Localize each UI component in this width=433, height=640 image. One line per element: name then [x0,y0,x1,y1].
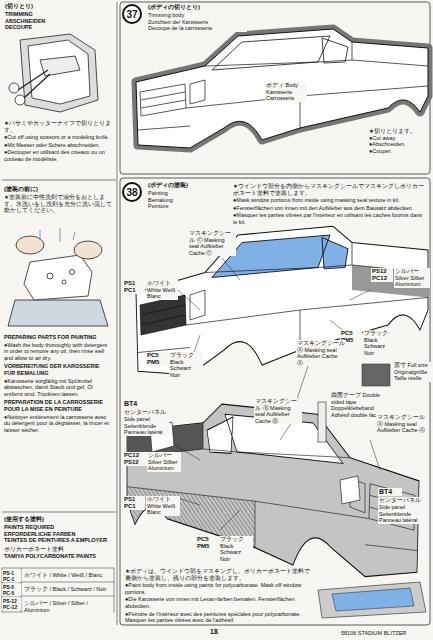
heading-text: PREPARATION DE LA CARROSSERIE POUR LA MI… [3,399,113,412]
section-heading: TRIMMING [4,11,104,18]
step-number: 37 [122,4,142,24]
heading-text: ERFORDERLICHE FARBEN [3,531,113,538]
note-text: ブラック Black Schwarz Noir [169,352,203,378]
heading-text: TEINTES DE PEINTURES A EMPLOYER [3,537,113,544]
note-text: Bemalung [147,197,227,204]
heading-text: VORBEREITUNG DER KAROSSERIE FÜR BEMALUNG [3,363,113,376]
note-text: ●Cut off using scissors or a modeling kn… [3,134,113,141]
note-text: ●Paint body from inside using paints for… [124,582,316,595]
note-text: マスキングシール Ⓑ Masking seal Aufkleber Cache … [254,398,302,424]
note-text: Decoupe de la carrosserie [147,25,247,32]
note-text: ブラック / Black / Schwarz / Noir [23,586,113,593]
paint-code: PC12 PS12 [123,452,147,466]
note-text: ★塗装前に中性洗剤で油分をおとします。水洗いをし洗剤を充分に洗い流して乾かしてく… [3,194,113,214]
note-text: ●Fensterflächen von innen mit den Aufkle… [232,205,426,212]
heading-text: (ボディの塗装) [147,182,227,189]
heading-text: TAMIYA POLYCARBONATE PAINTS [3,553,113,560]
heading-text: (使用する塗料) [3,516,113,523]
note-text: ●Wash the body thoroughly with detergent… [3,342,113,362]
paint-code: PS1 PC1 [123,280,145,294]
note-text: マスキングシール Ⓐ Masking seal Aufkleber Cache … [296,340,346,366]
step-number-text: 38 [126,187,137,198]
note-text: ★切りとります。 ●Cut away. ●Abschneiden. ●Coupe… [368,128,426,154]
paint-code: PS12 PC12 [371,268,393,282]
note-text: ボディ Body Karosserie Carrosserie [265,82,307,102]
step-number: 38 [122,182,142,202]
note-text: ●Nettoyer entièrement la carrosserie ave… [3,414,113,434]
paint-code: PS1 PC1 [123,496,145,510]
note-text: ホワイト White Weiß Blanc [146,496,180,516]
note-text: ●Peindre de l'intérieur avec des peintur… [124,611,316,624]
page-number: 18 [209,628,229,636]
section-heading: DECOUPE [4,24,104,31]
paint-code: PS-1 PC-1 [2,570,21,582]
note-text: マスキングシール Ⓒ Masking seal Aufkleber Cache … [188,230,236,256]
paint-code: PS-12 PC-12 [2,598,21,610]
kit-name: 58106 STADIUM BLITZER [340,630,430,637]
note-text: ホワイト White Weiß Blanc [146,280,178,300]
note-text: 原寸 Full size Originalgröße Taille réelle [393,362,431,382]
note-text: シルバー Silver Silber Aluminium [394,268,430,288]
note-text: ★ボディは、ウインドウ部をマスキングし、ポリカーボネート塗料で裏側から塗装し、残… [124,568,316,581]
note-text: ポリカーボネート塗料 [3,546,113,553]
heading-text: (塗装の前に) [3,186,113,193]
part-code: BT4 [378,488,402,496]
part-code: BT4 [123,400,147,408]
paint-code: PC5 PM5 [196,536,218,550]
note-text: ★ウインドウ部分を内側からマスキングシールでマスキングしポリカーボネート塗料で塗… [232,183,426,196]
note-text: Trimming body [147,12,247,19]
note-text: ブラック Black Schwarz Noir [219,536,253,562]
note-text: ホワイト / White / Weiß / Blanc [23,572,113,579]
heading-text: PAINTS REQUIRED [3,524,113,531]
note-text: ●Masquer les parties vitrées par l'intér… [232,212,426,225]
note-text: ★ハサミやカッターナイフで切りとります。 [3,120,113,133]
note-text: マスキングシール Ⓐ Masking seal Aufkleber Cache … [376,414,428,434]
paint-code: PC5 PM5 [146,352,168,366]
note-text: センターパネル Side panel Seitenblende Panneau … [123,409,169,435]
note-text: シルバー / Silver / Silber / Aluminium [23,600,113,613]
note-text: Painting [147,190,227,197]
note-text: ●Découper en utilisant des ciseaux ou un… [3,149,113,162]
heading-text: PREPARING PARTS FOR PAINTING [3,334,113,341]
note-text: ●Mask window portions from inside using … [232,197,426,204]
note-text: ●Karosserie sorgfältig mit Spülmittel ab… [3,378,113,398]
step-number-text: 37 [126,9,137,20]
heading-text: (ボディの切りとり) [147,4,247,11]
note-text: Zurichten der Karosserie [147,19,247,26]
paint-code: PS-5 PC-5 [2,584,21,596]
note-text: シルバー Silver Silber Aluminium [147,452,181,472]
note-text: ●Die Karosserie von innen mit Lexan-farb… [124,596,316,609]
note-text: Peinture [147,203,227,210]
section-heading: (切りとり) [4,3,74,10]
note-text: ●Mit Messer oder Schere abschneiden. [3,142,113,149]
note-text: センターパネル Side panel Seitenblende Panneau … [378,497,428,523]
section-heading: ABSCHNEIDEN [4,18,104,25]
note-text: ブラック Black Schwarz Noir [363,330,397,356]
